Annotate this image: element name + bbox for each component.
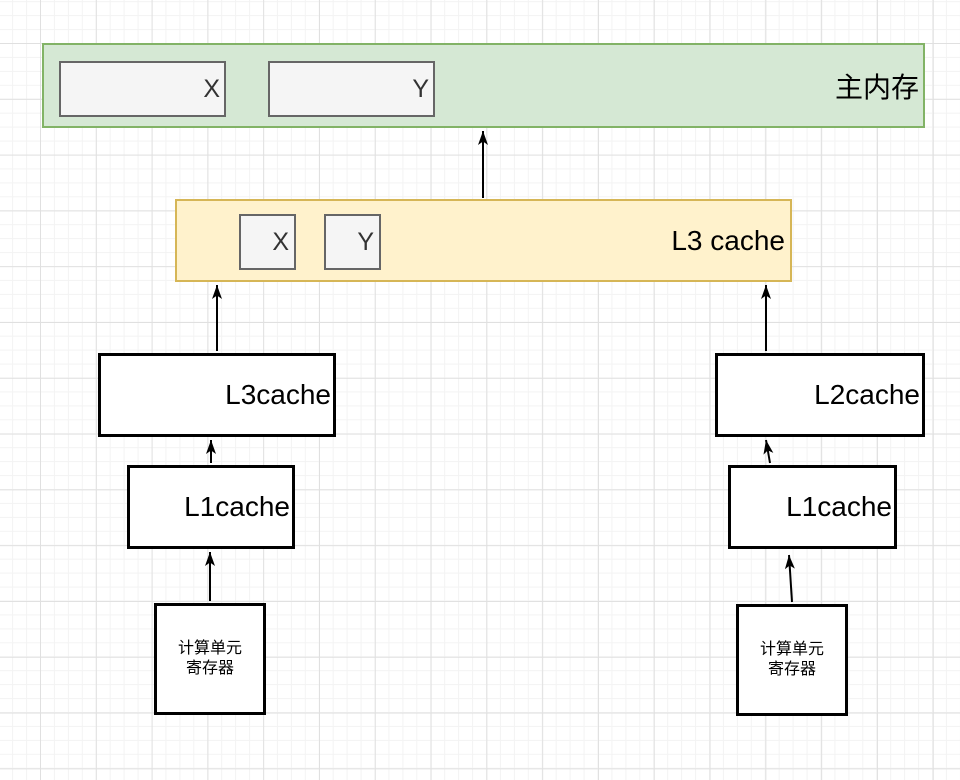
l3-cell-x-label: X [272,227,289,256]
left-l1-cache-label: L1cache [184,491,290,522]
left-l2-cache-box[interactable]: L3cache [98,353,336,437]
l3-cell-x[interactable]: X [239,214,296,270]
main-memory-cell-y-label: Y [412,74,429,103]
right-register-label: 计算单元 寄存器 [759,641,824,678]
right-l2-cache-label: L2cache [814,379,920,410]
main-memory-cell-x-label: X [203,74,220,103]
right-l1-cache-label: L1cache [786,491,892,522]
l3-shared-cache-label: L3 cache [671,224,785,256]
right-register-box[interactable]: 计算单元 寄存器 [736,604,848,716]
main-memory-cell-x[interactable]: X [59,61,226,117]
main-memory-cell-y[interactable]: Y [268,61,435,117]
left-register-box[interactable]: 计算单元 寄存器 [154,603,266,715]
left-l1-cache-box[interactable]: L1cache [127,465,295,549]
right-l2-cache-box[interactable]: L2cache [715,353,925,437]
l3-shared-cache-box[interactable]: X Y L3 cache [175,199,792,282]
main-memory-label: 主内存 [834,71,919,103]
right-l1-cache-box[interactable]: L1cache [728,465,897,549]
l3-cell-y-label: Y [357,227,374,256]
left-register-label: 计算单元 寄存器 [177,640,242,677]
left-l2-cache-label: L3cache [225,379,331,410]
l3-cell-y[interactable]: Y [324,214,381,270]
arrow-right-l1-to-l2[interactable] [763,439,774,464]
main-memory-box[interactable]: X Y 主内存 [42,43,925,128]
arrow-right-register-to-l1[interactable] [784,554,795,603]
